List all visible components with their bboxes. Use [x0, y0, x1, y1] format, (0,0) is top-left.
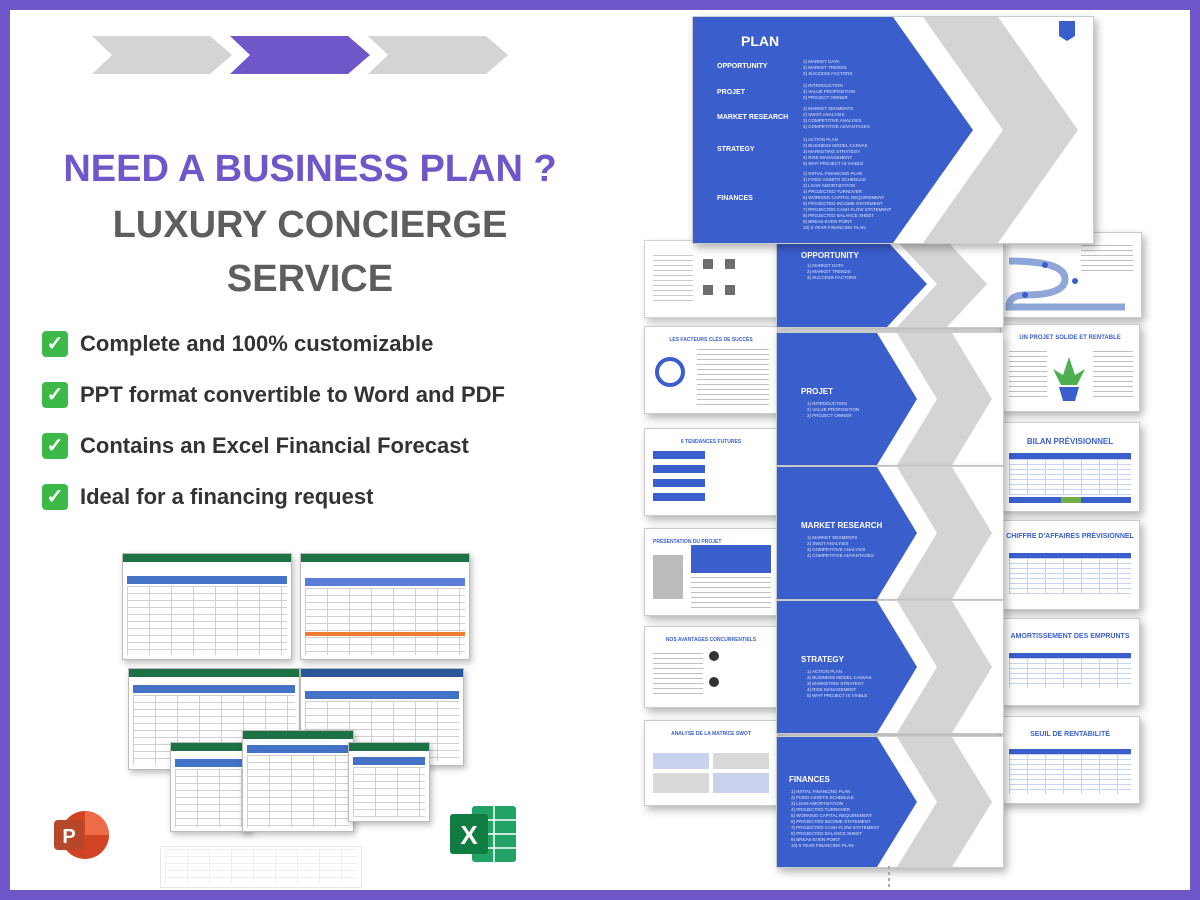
spreadsheet-thumbnail	[300, 553, 470, 660]
slide-thumbnail	[644, 240, 778, 318]
feature-text: Ideal for a financing request	[80, 483, 374, 509]
section-slide-market-research: MARKET RESEARCH 1) MARKET SEGMENTS 2) SW…	[776, 466, 1004, 600]
plan-section-details: 1) MARKET SEGMENTS 2) SWOT ANALYSIS 3) C…	[803, 106, 870, 129]
section-slide-finances: FINANCES 1) INITIAL FINANCING PLAN 2) FI…	[776, 736, 1004, 868]
feature-text: Complete and 100% customizable	[80, 330, 434, 356]
chevron-step-1	[92, 36, 232, 74]
spreadsheet-thumbnail	[128, 668, 300, 770]
feature-list: ✓ Complete and 100% customizable ✓ PPT for…	[42, 318, 505, 522]
check-mark-icon: ✓	[42, 483, 68, 510]
frame-top-border	[0, 0, 1200, 10]
plan-section-label: MARKET RESEARCH	[717, 114, 789, 121]
section-title: STRATEGY	[801, 655, 844, 664]
slide-thumbnail: LES FACTEURS CLÉS DE SUCCÈS	[644, 326, 778, 414]
frame-right-border	[1190, 0, 1200, 900]
slide-title: ANALYSE DE LA MATRICE SWOT	[671, 731, 751, 737]
slide-title: AMORTISSEMENT DES EMPRUNTS	[1010, 633, 1130, 640]
headline-subject-line-2: SERVICE	[226, 258, 394, 300]
section-details: 1) ACTION PLAN 2) BUSINESS MODEL CANVAS …	[807, 669, 872, 698]
slide-title: SEUIL DE RENTABILITÉ	[1030, 731, 1110, 738]
svg-text:X: X	[460, 820, 478, 850]
plan-section-label: STRATEGY	[717, 146, 755, 153]
spreadsheet-thumbnail	[348, 742, 430, 822]
slide-thumbnail: 6 TENDANCES FUTURES	[644, 428, 778, 516]
spreadsheet-thumbnail	[122, 553, 292, 660]
plan-section-details: 1) MARKET DATA 2) MARKET TRENDS 3) SUCCE…	[803, 59, 853, 76]
slide-title: BILAN PRÉVISIONNEL	[1026, 437, 1114, 446]
section-title: MARKET RESEARCH	[801, 521, 883, 530]
plan-section-details: 1) INITIAL FINANCING PLAN 2) FIXED ASSET…	[803, 171, 892, 230]
section-title: PROJET	[801, 387, 834, 396]
plan-slide: PLAN OPPORTUNITY 1) MARKET DATA 2) MARKE…	[692, 16, 1094, 244]
slide-thumbnail: CHIFFRE D'AFFAIRES PRÉVISIONNEL	[1000, 520, 1140, 610]
spreadsheet-thumbnail	[242, 730, 354, 832]
logo-badge-icon	[1059, 21, 1075, 41]
powerpoint-icon: P	[54, 811, 109, 859]
slide-thumbnail: PRÉSENTATION DU PROJET	[644, 528, 778, 616]
slide-title: 6 TENDANCES FUTURES	[680, 439, 742, 445]
section-slide-strategy: STRATEGY 1) ACTION PLAN 2) BUSINESS MODE…	[776, 600, 1004, 734]
slide-thumbnail: NOS AVANTAGES CONCURRENTIELS	[644, 626, 778, 708]
plan-section-label: PROJET	[717, 89, 746, 96]
slide-thumbnail: ANALYSE DE LA MATRICE SWOT	[644, 720, 778, 806]
frame-left-border	[0, 0, 10, 900]
section-title: FINANCES	[789, 775, 830, 784]
excel-icon: X	[450, 806, 516, 862]
section-details: 1) MARKET DATA 2) MARKET TRENDS 3) SUCCE…	[807, 263, 857, 280]
feature-item: ✓ PPT format convertible to Word and PDF	[42, 369, 505, 420]
plan-section-label: OPPORTUNITY	[717, 63, 768, 70]
check-mark-icon: ✓	[42, 381, 68, 408]
chevron-step-2-active	[230, 36, 370, 74]
plan-section-label: FINANCES	[717, 195, 753, 202]
plan-section-details: 1) ACTION PLAN 2) BUSINESS MODEL CANVAS …	[803, 137, 868, 166]
section-slide-opportunity: OPPORTUNITY 1) MARKET DATA 2) MARKET TRE…	[776, 240, 1004, 328]
plan-title: PLAN	[741, 33, 780, 49]
slide-thumbnail: BILAN PRÉVISIONNEL	[1000, 422, 1140, 512]
section-slide-projet: PROJET 1) INTRODUCTION 2) VALUE PROPOSIT…	[776, 332, 1004, 466]
slide-title: NOS AVANTAGES CONCURRENTIELS	[665, 637, 757, 643]
slide-thumbnail: AMORTISSEMENT DES EMPRUNTS	[1000, 618, 1140, 706]
feature-item: ✓ Complete and 100% customizable	[42, 318, 505, 369]
section-details: 1) INTRODUCTION 2) VALUE PROPOSITION 3) …	[807, 401, 860, 418]
section-details: 1) INITIAL FINANCING PLAN 2) FIXED ASSET…	[791, 789, 880, 848]
connector-line	[888, 866, 890, 888]
frame-bottom-border	[0, 890, 1200, 900]
svg-text:P: P	[62, 826, 75, 848]
feature-text: PPT format convertible to Word and PDF	[80, 381, 505, 407]
feature-text: Contains an Excel Financial Forecast	[80, 432, 469, 458]
section-details: 1) MARKET SEGMENTS 2) SWOT ANALYSIS 3) C…	[807, 535, 874, 558]
slide-title: CHIFFRE D'AFFAIRES PRÉVISIONNEL	[1006, 533, 1134, 540]
headline-subject-line-1: LUXURY CONCIERGE	[112, 204, 508, 246]
check-mark-icon: ✓	[42, 432, 68, 459]
slide-thumbnail: UN PROJET SOLIDE ET RENTABLE	[1000, 324, 1140, 412]
plan-section-details: 1) INTRODUCTION 2) VALUE PROPOSITION 3) …	[803, 83, 856, 100]
spreadsheet-reflection	[160, 846, 362, 888]
slide-thumbnail: SEUIL DE RENTABILITÉ	[1000, 716, 1140, 804]
slide-title: PRÉSENTATION DU PROJET	[653, 539, 722, 545]
spreadsheet-thumbnail	[170, 742, 250, 832]
section-title: OPPORTUNITY	[801, 251, 859, 260]
check-mark-icon: ✓	[42, 330, 68, 357]
headline-subject: LUXURY CONCIERGE SERVICE	[20, 200, 600, 304]
headline-question: NEED A BUSINESS PLAN ?	[63, 148, 557, 190]
slide-title: LES FACTEURS CLÉS DE SUCCÈS	[669, 337, 753, 343]
slide-title: UN PROJET SOLIDE ET RENTABLE	[1019, 335, 1121, 341]
chevron-step-3	[368, 36, 508, 74]
feature-item: ✓ Contains an Excel Financial Forecast	[42, 420, 505, 471]
feature-item: ✓ Ideal for a financing request	[42, 471, 505, 522]
slide-thumbnail	[1000, 232, 1142, 318]
